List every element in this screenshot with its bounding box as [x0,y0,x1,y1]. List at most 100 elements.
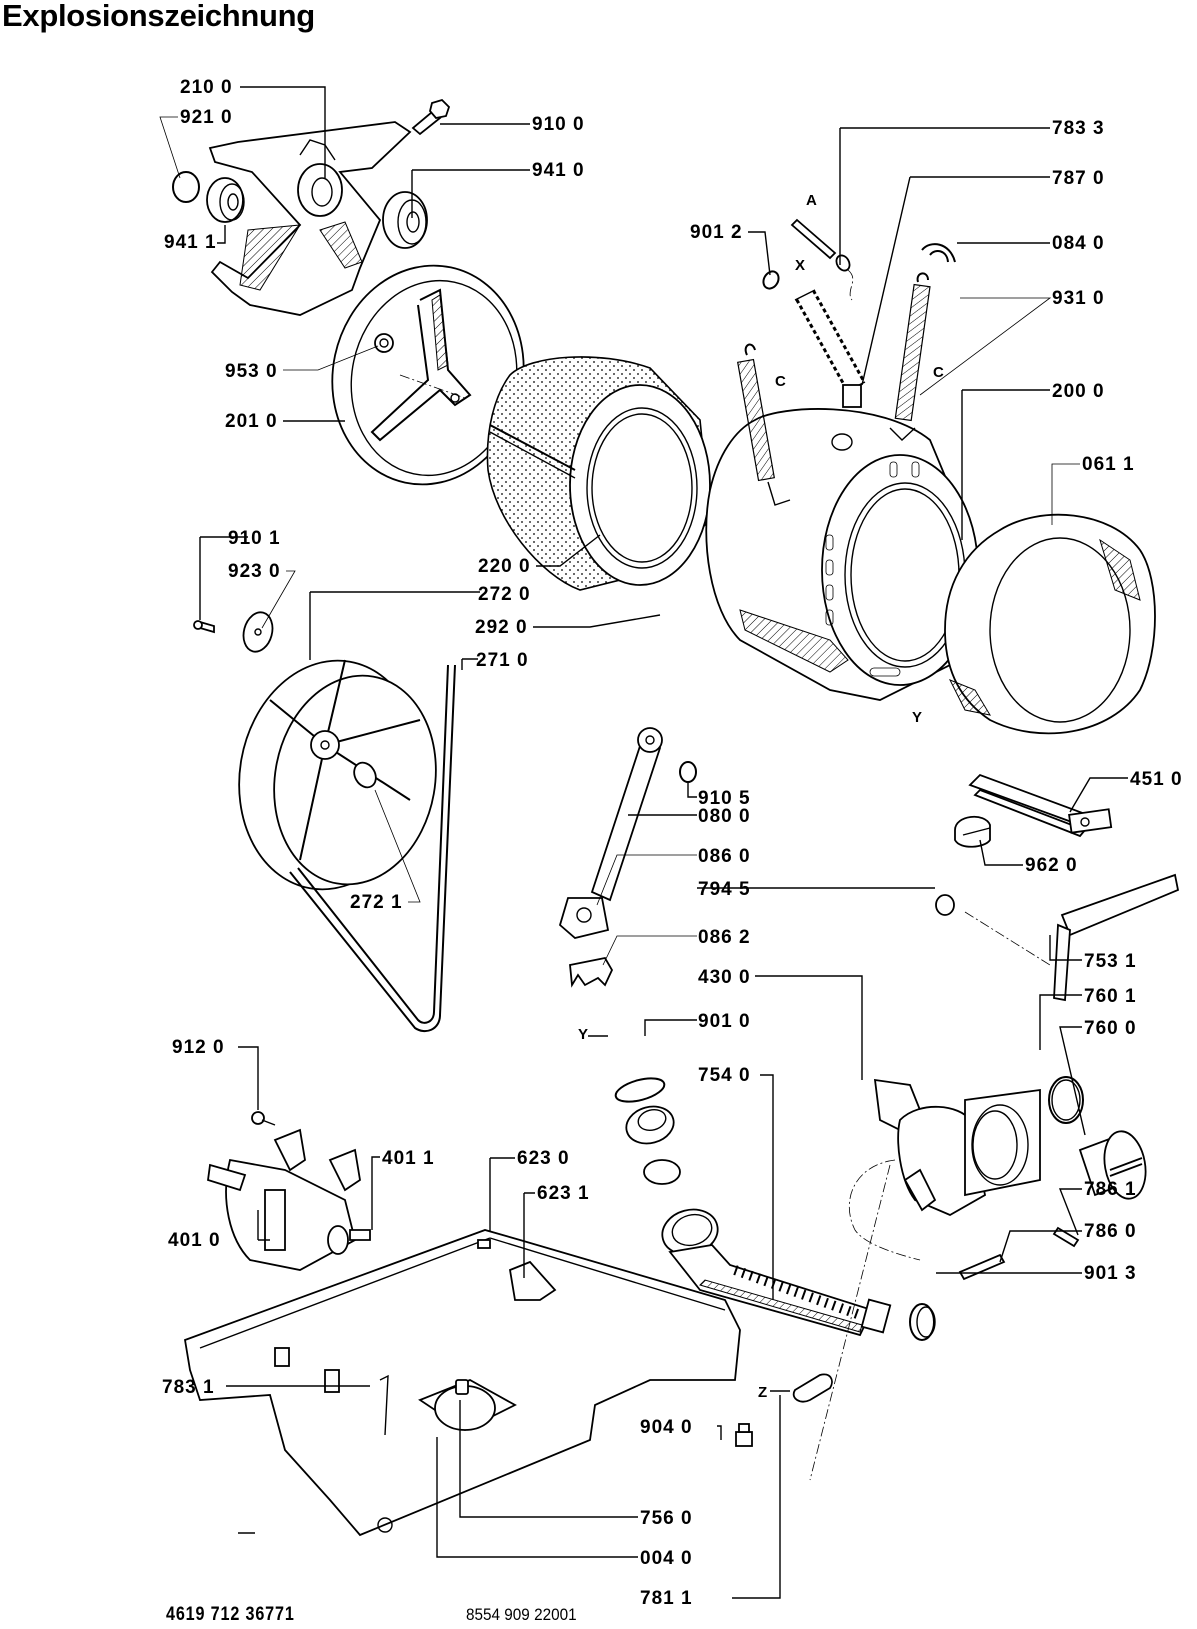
label-794-5: 794 5 [698,879,751,900]
label-451-0: 451 0 [1130,769,1183,790]
label-754-0: 754 0 [698,1065,751,1086]
label-086-2: 086 2 [698,927,751,948]
spring-left-C [737,343,791,506]
label-430-0: 430 0 [698,967,751,988]
label-904-0: 904 0 [640,1417,693,1438]
gasket-760-1 [1048,1076,1084,1124]
leader-lines [159,86,1128,1599]
filter-760-0 [1078,1130,1147,1200]
counterweight-061-1 [944,513,1156,735]
label-910-0: 910 0 [532,114,585,135]
label-272-0: 272 0 [478,584,531,605]
marker-Y-tub: Y [912,709,922,726]
drum-220-0 [486,356,711,591]
label-760-0: 760 0 [1084,1018,1137,1039]
label-080-0: 080 0 [698,806,751,827]
label-623-1: 623 1 [537,1183,590,1204]
pump-430-0 [848,1078,1041,1261]
hose-781-1 [792,1373,833,1403]
label-931-0: 931 0 [1052,288,1105,309]
clamp-901-0 [614,1077,666,1103]
label-923-0: 923 0 [228,561,281,582]
motor-401-0 [207,1128,371,1271]
base-004-0 [183,1229,741,1537]
label-084-0: 084 0 [1052,233,1105,254]
bolt-910-0 [411,98,451,136]
label-786-0: 786 0 [1084,1221,1137,1242]
label-787-0: 787 0 [1052,168,1105,189]
bolt-910-1 [193,620,215,634]
screw-786-1 [1052,1226,1080,1248]
washer-923-0 [242,611,274,653]
label-783-3: 783 3 [1052,118,1105,139]
screw-912-0 [251,1111,276,1126]
pin-786-0 [958,1253,1006,1281]
label-292-0: 292 0 [475,617,528,638]
drum-spider-assembly [208,121,412,316]
label-921-0: 921 0 [180,107,233,128]
label-901-3: 901 3 [1084,1263,1137,1284]
document-number-right: 8554 909 22001 [466,1605,577,1624]
heater-451-0 [968,773,1113,838]
page-title: Explosionszeichnung [2,0,315,33]
label-781-1: 781 1 [640,1588,693,1609]
foot-904-0 [735,1423,753,1447]
marker-Y-hose: Y [578,1026,588,1043]
clamp-901-3 [909,1303,936,1341]
label-061-1: 061 1 [1082,454,1135,475]
label-962-0: 962 0 [1025,855,1078,876]
plug-794-5 [935,894,1051,966]
hose-ring [625,1105,675,1145]
hose-cap [643,1159,681,1185]
circlip-921-0 [172,171,200,203]
label-201-0: 201 0 [225,411,278,432]
bracket-086-2 [569,956,614,988]
document-number-left: 4619 712 36771 [166,1604,295,1625]
label-941-1: 941 1 [164,232,217,253]
marker-A: A [806,192,817,209]
label-271-0: 271 0 [476,650,529,671]
hose-754-0 [661,1208,892,1337]
label-210-0: 210 0 [180,77,233,98]
marker-C-right: C [933,364,944,381]
clip-084-0 [921,243,956,263]
label-401-1: 401 1 [382,1148,435,1169]
belt-271-0 [289,664,456,1033]
label-786-1: 786 1 [1084,1179,1137,1200]
label-953-0: 953 0 [225,361,278,382]
label-086-0: 086 0 [698,846,751,867]
part-labels: 210 0 921 0 910 0 941 0 941 1 953 0 201 … [162,77,1183,1609]
bearing-941-1 [206,177,245,223]
pulley-272-0 [238,659,437,891]
shock-absorber-080-0 [558,727,663,939]
tub-200-0 [705,408,981,701]
label-401-0: 401 0 [168,1230,221,1251]
hose-787-0 [794,289,866,408]
label-753-1: 753 1 [1084,951,1137,972]
o-ring-910-5 [679,761,697,783]
spring-931-0 [889,272,931,441]
label-941-0: 941 0 [532,160,585,181]
clamp-901-2 [762,270,780,290]
rear-tub-half-201-0 [331,264,525,486]
label-004-0: 004 0 [640,1548,693,1569]
label-901-2: 901 2 [690,222,743,243]
label-220-0: 220 0 [478,556,531,577]
centerline [809,1164,891,1481]
label-910-1: 910 1 [228,528,281,549]
marker-C-left: C [775,373,786,390]
marker-X: X [795,257,805,274]
label-783-1: 783 1 [162,1377,215,1398]
label-623-0: 623 0 [517,1148,570,1169]
marker-Z: Z [758,1384,767,1401]
label-910-5: 910 5 [698,788,751,809]
label-912-0: 912 0 [172,1037,225,1058]
seal-962-0 [954,816,991,848]
label-756-0: 756 0 [640,1508,693,1529]
label-200-0: 200 0 [1052,381,1105,402]
label-272-1: 272 1 [350,892,403,913]
bracket-753-1 [1053,873,1180,1002]
label-760-1: 760 1 [1084,986,1137,1007]
bearing-941-0 [382,191,428,249]
